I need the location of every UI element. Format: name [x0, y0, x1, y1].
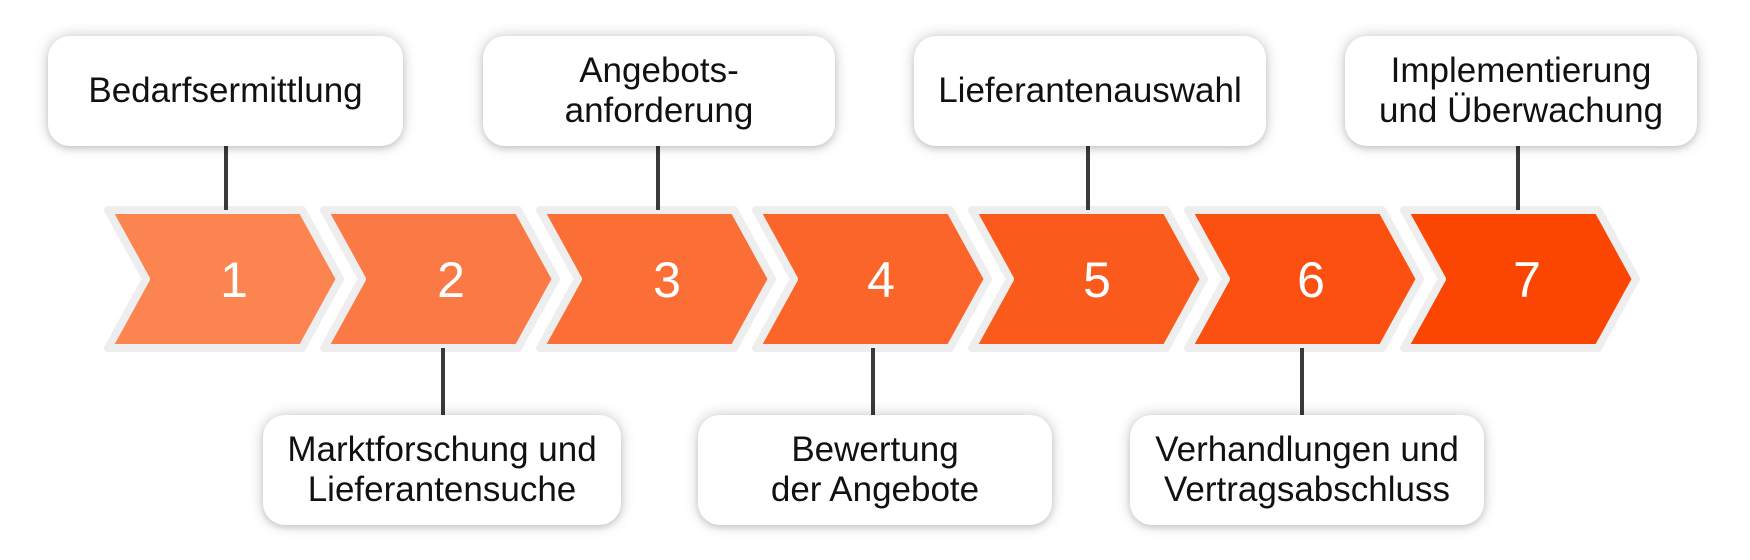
step-label-box-4: Bewertung der Angebote	[698, 415, 1052, 525]
step-label-5: Lieferantenauswahl	[938, 71, 1242, 110]
chevron-step-2	[320, 206, 560, 352]
chevron-step-7	[1400, 206, 1640, 352]
step-number-4: 4	[867, 252, 895, 308]
step-number-3: 3	[653, 252, 681, 308]
step-label-3: Angebots- anforderung	[564, 51, 754, 130]
step-number-2: 2	[437, 252, 465, 308]
step-label-4: Bewertung der Angebote	[770, 430, 980, 509]
step-label-7: Implementierung und Überwachung	[1378, 51, 1664, 130]
step-number-7: 7	[1513, 252, 1541, 308]
step-label-box-1: Bedarfsermittlung	[48, 36, 403, 146]
step-label-box-7: Implementierung und Überwachung	[1345, 36, 1697, 146]
step-number-6: 6	[1297, 252, 1325, 308]
step-number-1: 1	[220, 252, 248, 308]
chevron-step-5	[968, 206, 1208, 352]
step-label-box-5: Lieferantenauswahl	[914, 36, 1266, 146]
step-label-2: Marktforschung und Lieferantensuche	[287, 430, 597, 509]
chevron-step-4	[752, 206, 992, 352]
chevron-step-1	[104, 206, 344, 352]
step-label-box-2: Marktforschung und Lieferantensuche	[263, 415, 621, 525]
step-label-box-3: Angebots- anforderung	[483, 36, 835, 146]
step-label-1: Bedarfsermittlung	[88, 71, 363, 110]
step-label-box-6: Verhandlungen und Vertragsabschluss	[1130, 415, 1484, 525]
step-number-5: 5	[1083, 252, 1111, 308]
step-label-6: Verhandlungen und Vertragsabschluss	[1155, 430, 1459, 509]
chevron-step-3	[536, 206, 776, 352]
chevron-step-6	[1184, 206, 1424, 352]
